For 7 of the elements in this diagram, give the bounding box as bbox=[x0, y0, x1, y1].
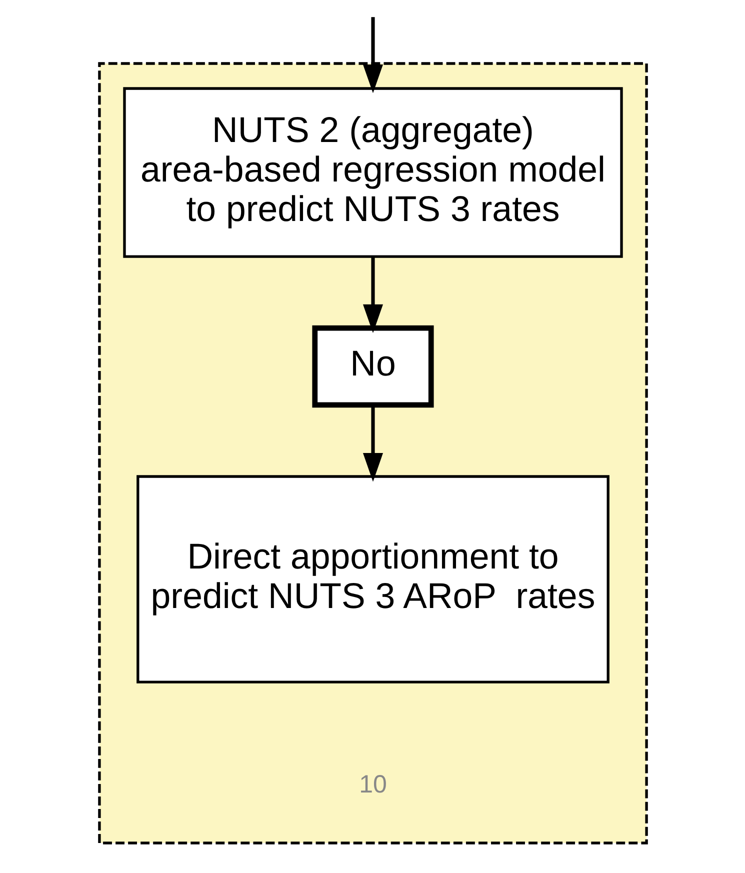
node-box: Direct apportionment to predict NUTS 3 ARoP rates bbox=[136, 475, 609, 684]
arrow bbox=[362, 256, 383, 334]
label: 10 bbox=[358, 770, 386, 798]
node-box: No bbox=[312, 325, 434, 408]
arrow bbox=[362, 405, 383, 482]
node-box: NUTS 2 (aggregate) area-based regression model to predict NUTS 3 rates bbox=[122, 87, 622, 258]
arrow bbox=[362, 17, 383, 94]
